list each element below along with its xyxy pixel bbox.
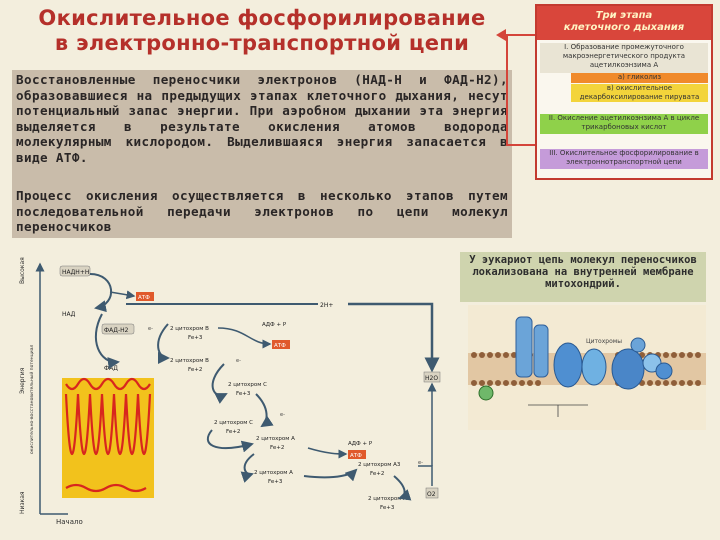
- atp-box-2: [272, 340, 290, 349]
- stage-2: II. Окисление ацетилкоэнзима А в цикле т…: [540, 114, 708, 134]
- etc-diagram: Низкая Высокая Энергия окислительно-восс…: [19, 257, 441, 526]
- protein-complexes: [478, 316, 673, 401]
- cytochrome-b-red: 2 цитохром В: [170, 358, 209, 364]
- electron-label-3: е-: [280, 412, 285, 418]
- cytochrome-a3-ox-fe: Fe+3: [380, 505, 395, 511]
- cytochrome-a-red: 2 цитохром А: [256, 436, 295, 442]
- fad-label: ФАД: [104, 365, 118, 372]
- y-axis-sublabel: окислительно-восстановительный потенциал: [28, 345, 35, 454]
- fadh-label: ФАД-Н2: [104, 327, 129, 334]
- membrane-label: Цитохромы: [586, 338, 622, 345]
- cytochrome-a-red-fe: Fe+2: [270, 445, 284, 451]
- connector-line: [506, 34, 536, 146]
- o2-label: О2: [427, 491, 436, 498]
- cytochrome-b-red-fe: Fe+2: [188, 367, 202, 373]
- stage-1: I. Образование промежуточного макроэнерг…: [540, 43, 708, 73]
- start-label: Начало: [56, 518, 83, 526]
- y-bottom-label: Низкая: [19, 491, 26, 514]
- title-line-2: в электронно-транспортной цепи: [54, 31, 470, 55]
- cytochrome-a-ox: 2 цитохром А: [254, 470, 293, 476]
- nadh-label: НАДН+Н: [62, 269, 89, 276]
- atp-label-3: АТФ: [350, 453, 362, 459]
- electron-label-1: е-: [148, 326, 153, 332]
- cytochrome-a-ox-fe: Fe+3: [268, 479, 283, 485]
- atp-label-2: АТФ: [274, 343, 286, 349]
- connector-line-bottom: [506, 144, 536, 146]
- h2o-label: Н2О: [425, 375, 438, 382]
- cytochrome-c-ox: 2 цитохром С: [228, 382, 267, 388]
- h-plus-label: 2Н+: [320, 302, 333, 309]
- cytochrome-c-red-fe: Fe+2: [226, 429, 240, 435]
- page-title: Окислительное фосфорилирование в электро…: [12, 6, 512, 56]
- cytochrome-b-ox: 2 цитохром В: [170, 326, 209, 332]
- membrane-illustration: Цитохромы: [468, 305, 706, 430]
- paragraph-process: Процесс окисления осуществляется в неско…: [12, 186, 512, 238]
- stage-3: III. Окислительное фосфорилирование в эл…: [540, 149, 708, 169]
- energy-waves: [64, 377, 152, 493]
- eukaryote-note: У эукариот цепь молекул переносчиков лок…: [460, 252, 706, 302]
- stages-header: Три этапа клеточного дыхания: [537, 6, 711, 40]
- electron-label-2: е-: [236, 358, 241, 364]
- cytochrome-a3-red-fe: Fe+2: [370, 471, 384, 477]
- connector-arrow-icon: [496, 29, 506, 41]
- electron-label-4: е-: [418, 460, 423, 466]
- nad-label: НАД: [62, 311, 76, 318]
- stages-header-line-2: клеточного дыхания: [563, 22, 685, 33]
- atp-label-1: АТФ: [138, 295, 150, 301]
- cytochrome-c-ox-fe: Fe+3: [236, 391, 251, 397]
- stages-panel: Три этапа клеточного дыхания I. Образова…: [535, 4, 713, 180]
- paragraph-carriers: Восстановленные переносчики электронов (…: [12, 70, 512, 188]
- y-top-label: Высокая: [19, 257, 26, 284]
- atp-box-1: [136, 292, 154, 301]
- y-axis-label: Энергия: [19, 367, 26, 394]
- title-line-1: Окислительное фосфорилирование: [38, 6, 486, 30]
- adp-p-label-1: АДФ + Р: [262, 322, 287, 328]
- cytochrome-b-ox-fe: Fe+3: [188, 335, 203, 341]
- cytochrome-a3-red: 2 цитохром А3: [358, 462, 401, 468]
- stage-1b: в) окислительное декарбоксилирование пир…: [571, 84, 708, 102]
- proton-path: [348, 302, 440, 373]
- adp-p-label-2: АДФ + Р: [348, 441, 373, 447]
- cytochrome-c-red: 2 цитохром С: [214, 420, 253, 426]
- atp-box-3: [348, 450, 366, 459]
- cytochrome-a3-ox: 2 цитохром А3: [368, 496, 411, 502]
- stage-1a: а) гликолиз: [571, 73, 708, 83]
- stages-header-line-1: Три этапа: [595, 10, 653, 21]
